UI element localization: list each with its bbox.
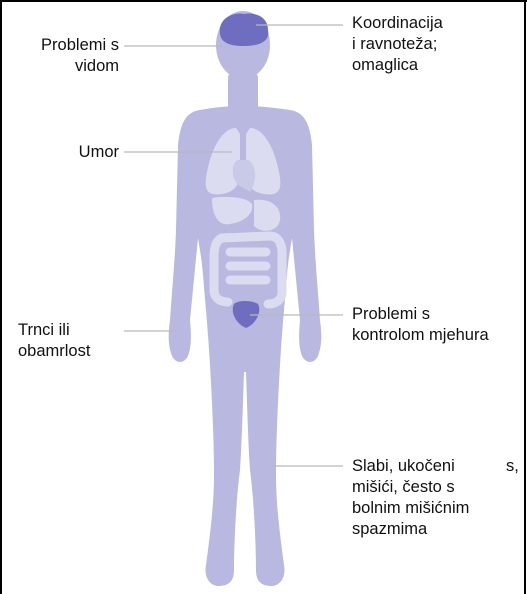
- label-numbness-line-1: Trnci ili: [18, 320, 90, 341]
- label-bladder-line-2: kontrolom mjehura: [352, 325, 489, 346]
- label-vision-line-2: vidom: [8, 56, 119, 77]
- label-bladder: Problemi s kontrolom mjehura: [352, 304, 489, 346]
- label-coordination-line-1: Koordinacija: [352, 13, 443, 34]
- label-vision-line-1: Problemi s: [8, 35, 119, 56]
- label-fragment-text: s,: [506, 456, 519, 477]
- label-vision: Problemi s vidom: [8, 35, 119, 77]
- label-bladder-line-1: Problemi s: [352, 304, 489, 325]
- label-numbness: Trnci ili obamrlost: [18, 320, 90, 362]
- label-coordination: Koordinacija i ravnoteža; omaglica: [352, 13, 443, 76]
- label-fragment: s,: [506, 456, 519, 477]
- human-body-silhouette: [169, 11, 322, 586]
- label-fatigue-line-1: Umor: [8, 142, 119, 163]
- label-muscles: Slabi, ukočeni mišići, često s bolnim mi…: [352, 456, 469, 540]
- label-muscles-line-1: Slabi, ukočeni: [352, 456, 469, 477]
- label-muscles-line-3: bolnim mišićnim: [352, 498, 469, 519]
- label-coordination-line-2: i ravnoteža;: [352, 34, 443, 55]
- label-muscles-line-2: mišići, često s: [352, 477, 469, 498]
- label-fatigue: Umor: [8, 142, 119, 163]
- label-coordination-line-3: omaglica: [352, 55, 443, 76]
- label-numbness-line-2: obamrlost: [18, 341, 90, 362]
- label-muscles-line-4: spazmima: [352, 519, 469, 540]
- brain-highlight: [220, 14, 269, 46]
